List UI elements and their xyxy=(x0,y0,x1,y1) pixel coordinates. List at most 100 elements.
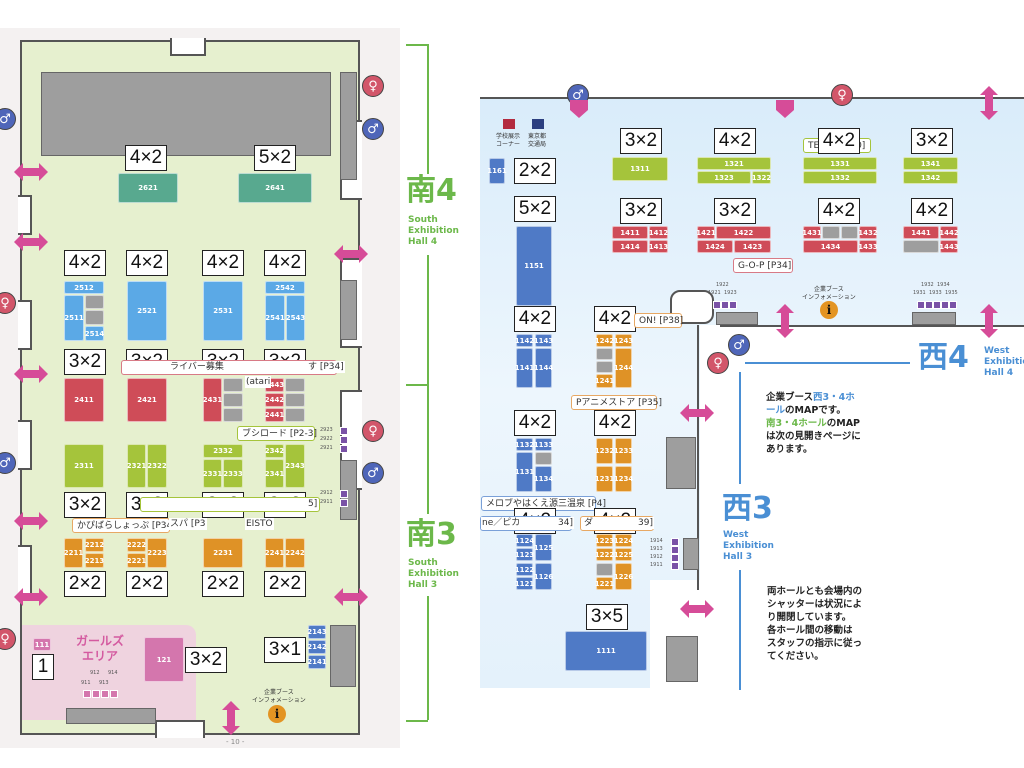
booth-1111[interactable]: 1111 xyxy=(565,631,647,671)
booth-2311[interactable]: 2311 xyxy=(64,444,104,488)
booth-2223[interactable]: 2223 xyxy=(147,538,167,568)
booth-2231[interactable]: 2231 xyxy=(203,538,243,568)
booth-1234[interactable]: 1234 xyxy=(614,466,633,492)
small-booth-913[interactable] xyxy=(101,690,109,698)
booth-1242[interactable]: 1242 xyxy=(595,334,614,347)
booth-1411[interactable]: 1411 xyxy=(612,226,648,239)
booth-2213[interactable]: 2213 xyxy=(85,553,104,568)
booth-1226[interactable]: 1226 xyxy=(614,563,633,590)
booth-1424[interactable]: 1424 xyxy=(697,240,733,253)
booth-1443[interactable]: 1443 xyxy=(939,240,959,253)
booth-1126[interactable]: 1126 xyxy=(534,563,553,590)
booth-2621[interactable]: 2621 xyxy=(118,173,178,203)
booth-2442[interactable]: 2442 xyxy=(265,393,284,407)
booth-2222[interactable]: 2222 xyxy=(127,538,146,552)
small-booth-1931[interactable] xyxy=(917,301,925,309)
small-booth-912[interactable] xyxy=(92,690,100,698)
booth-1233[interactable]: 1233 xyxy=(614,438,633,464)
booth-2321[interactable]: 2321 xyxy=(127,444,146,488)
small-booth-1911[interactable] xyxy=(671,562,679,570)
small-booth-2922[interactable] xyxy=(340,436,348,444)
booth-1131[interactable]: 1131 xyxy=(515,452,534,492)
booth-2512[interactable]: 2512 xyxy=(64,281,104,294)
small-booth-911[interactable] xyxy=(83,690,91,698)
booth-1244[interactable]: 1244 xyxy=(614,348,633,388)
booth-1122[interactable]: 1122 xyxy=(515,563,534,576)
booth-2142[interactable]: 2142 xyxy=(307,640,327,654)
booth-1161[interactable]: 1161 xyxy=(487,158,507,184)
info-icon[interactable]: i xyxy=(268,705,286,723)
booth-1151[interactable]: 1151 xyxy=(516,226,552,306)
small-booth-1923[interactable] xyxy=(729,301,737,309)
booth-1124[interactable]: 1124 xyxy=(515,534,534,547)
booth-1414[interactable]: 1414 xyxy=(612,240,648,253)
booth-1224[interactable]: 1224 xyxy=(614,534,633,547)
small-booth-1914[interactable] xyxy=(671,538,679,546)
small-booth-2921[interactable] xyxy=(340,445,348,453)
small-booth-1921[interactable] xyxy=(713,301,721,309)
booth-1322[interactable]: 1322 xyxy=(752,171,771,184)
booth-1132[interactable]: 1132 xyxy=(515,438,534,451)
booth-2211[interactable]: 2211 xyxy=(64,538,83,568)
booth-1331[interactable]: 1331 xyxy=(803,157,877,170)
small-booth-2923[interactable] xyxy=(340,427,348,435)
booth-1231[interactable]: 1231 xyxy=(595,466,614,492)
booth-1433[interactable]: 1433 xyxy=(858,240,878,253)
booth-2542[interactable]: 2542 xyxy=(265,281,305,294)
small-booth-2911[interactable] xyxy=(340,499,348,507)
booth-1412[interactable]: 1412 xyxy=(649,226,668,239)
booth-2332[interactable]: 2332 xyxy=(203,444,243,458)
booth-1341[interactable]: 1341 xyxy=(903,157,958,170)
booth-2143[interactable]: 2143 xyxy=(307,625,327,639)
booth-2511[interactable]: 2511 xyxy=(64,295,84,341)
booth-1342[interactable]: 1342 xyxy=(903,171,958,184)
small-booth-914[interactable] xyxy=(110,690,118,698)
booth-2342[interactable]: 2342 xyxy=(265,444,284,458)
booth-2341[interactable]: 2341 xyxy=(265,459,284,488)
small-booth-2912[interactable] xyxy=(340,490,348,498)
small-booth-1932[interactable] xyxy=(925,301,933,309)
booth-1141[interactable]: 1141 xyxy=(515,348,534,388)
booth-2241[interactable]: 2241 xyxy=(265,538,284,568)
booth-1125[interactable]: 1125 xyxy=(534,534,553,561)
booth-1134[interactable]: 1134 xyxy=(534,466,553,492)
booth-1311[interactable]: 1311 xyxy=(612,157,668,181)
booth-1243[interactable]: 1243 xyxy=(614,334,633,347)
booth-1121[interactable]: 1121 xyxy=(515,577,534,590)
booth-2431[interactable]: 2431 xyxy=(203,378,222,422)
booth-1241[interactable]: 1241 xyxy=(595,374,614,388)
booth-1441[interactable]: 1441 xyxy=(903,226,939,239)
booth-1223[interactable]: 1223 xyxy=(595,534,614,547)
booth-2221[interactable]: 2221 xyxy=(127,553,146,568)
small-booth-1912[interactable] xyxy=(671,554,679,562)
booth-1225[interactable]: 1225 xyxy=(614,548,633,561)
booth-1144[interactable]: 1144 xyxy=(534,348,553,388)
booth-1413[interactable]: 1413 xyxy=(649,240,668,253)
booth-2421[interactable]: 2421 xyxy=(127,378,167,422)
booth-2543[interactable]: 2543 xyxy=(286,295,305,341)
small-booth-1934[interactable] xyxy=(941,301,949,309)
booth-1232[interactable]: 1232 xyxy=(595,438,614,464)
booth-2343[interactable]: 2343 xyxy=(285,444,305,488)
booth-1221[interactable]: 1221 xyxy=(595,577,614,590)
booth-1431[interactable]: 1431 xyxy=(802,226,822,239)
booth-1123[interactable]: 1123 xyxy=(515,548,534,561)
booth-1442[interactable]: 1442 xyxy=(939,226,959,239)
booth-2242[interactable]: 2242 xyxy=(285,538,305,568)
booth-2212[interactable]: 2212 xyxy=(85,538,104,552)
booth-2541[interactable]: 2541 xyxy=(265,295,285,341)
small-booth-1922[interactable] xyxy=(721,301,729,309)
booth-1222[interactable]: 1222 xyxy=(595,548,614,561)
booth-1423[interactable]: 1423 xyxy=(734,240,771,253)
booth-1133[interactable]: 1133 xyxy=(534,438,553,451)
booth-1421[interactable]: 1421 xyxy=(696,226,716,239)
booth-1434[interactable]: 1434 xyxy=(803,240,858,253)
booth-2521[interactable]: 2521 xyxy=(127,281,167,341)
booth-111[interactable]: 111 xyxy=(33,638,51,651)
booth-2641[interactable]: 2641 xyxy=(238,173,312,203)
small-booth-1933[interactable] xyxy=(933,301,941,309)
booth-2514[interactable]: 2514 xyxy=(85,326,104,341)
booth-1142[interactable]: 1142 xyxy=(515,334,534,347)
booth-1422[interactable]: 1422 xyxy=(716,226,771,239)
small-booth-1935[interactable] xyxy=(949,301,957,309)
